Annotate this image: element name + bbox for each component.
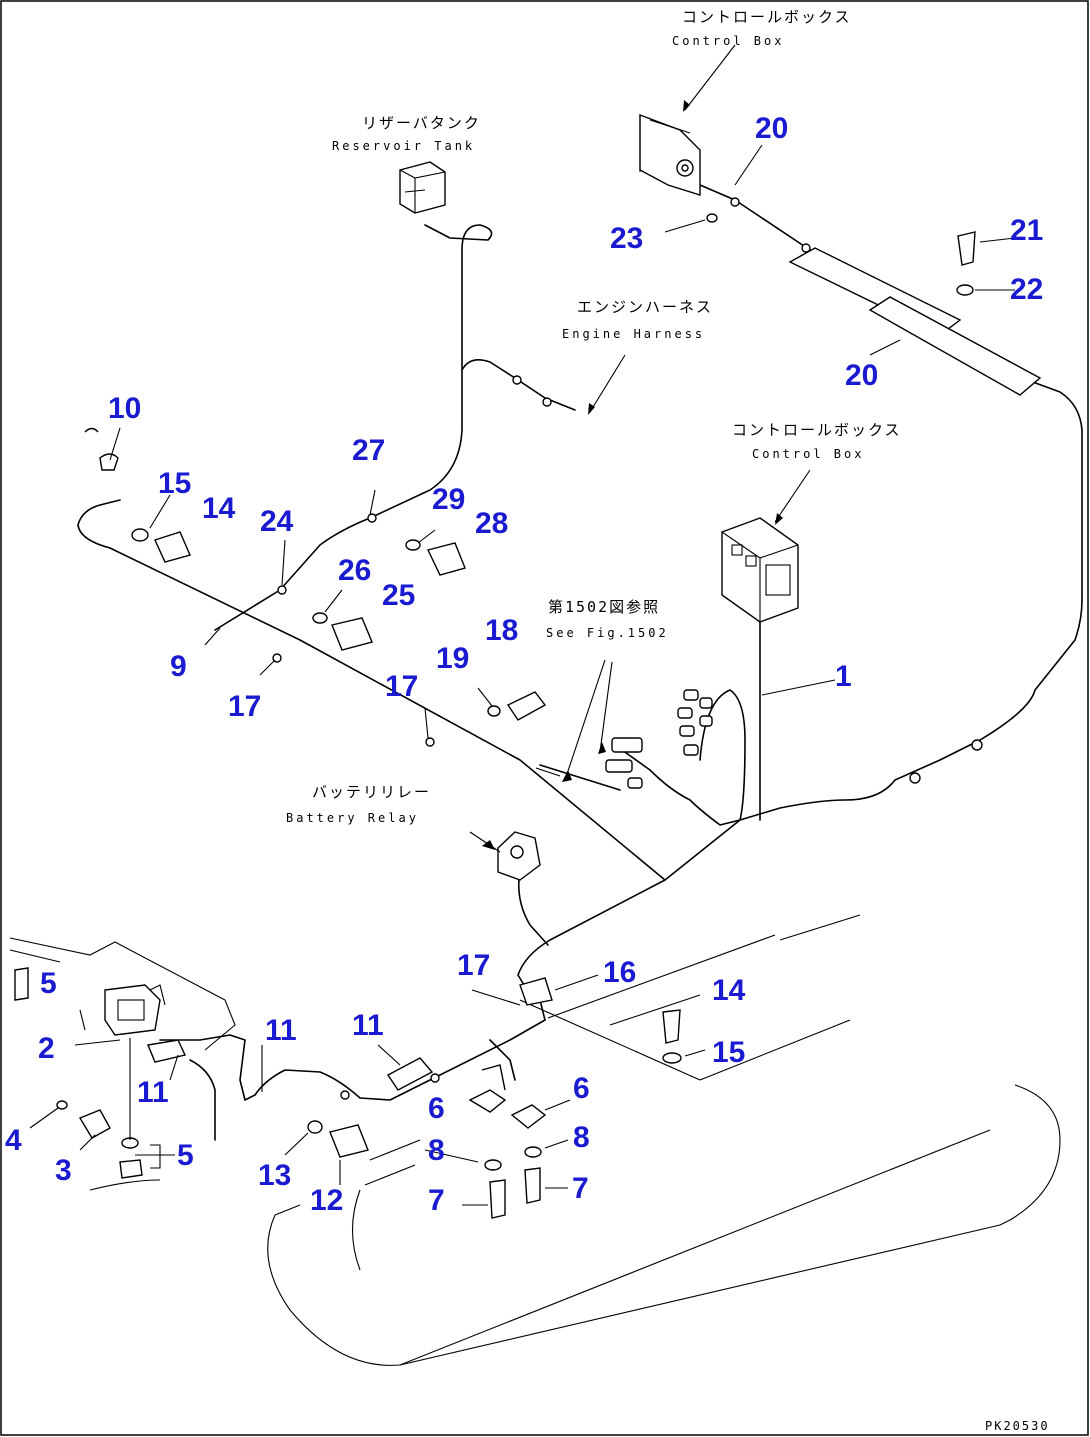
callout-numbers: 1 2 3 4 5 5 6 6 7 7 8 8 9 10 11 11 11 12… bbox=[5, 112, 1043, 1217]
leader-lines bbox=[29, 44, 1016, 1206]
label-engine-harness-jp: エンジンハーネス bbox=[577, 298, 713, 316]
callout-3: 3 bbox=[55, 1154, 72, 1187]
control-box-middle bbox=[721, 517, 799, 623]
callout-14-right: 14 bbox=[712, 974, 746, 1007]
track-frame-outline bbox=[267, 1084, 1061, 1366]
callout-23: 23 bbox=[610, 222, 643, 255]
label-control-box-upper-jp: コントロールボックス bbox=[682, 8, 852, 26]
callout-24: 24 bbox=[260, 505, 294, 538]
callout-13: 13 bbox=[258, 1159, 291, 1192]
callout-7-left: 7 bbox=[428, 1184, 445, 1217]
fasteners-left bbox=[56, 1038, 186, 1179]
callout-8-right: 8 bbox=[573, 1121, 590, 1154]
callout-16: 16 bbox=[603, 956, 636, 989]
wire-harness bbox=[77, 169, 1083, 1141]
control-box-upper bbox=[639, 113, 701, 196]
callout-28: 28 bbox=[475, 507, 508, 540]
bolts-and-washers bbox=[84, 213, 976, 1219]
callout-17-b: 17 bbox=[385, 670, 418, 703]
label-battery-relay-en: Battery Relay bbox=[286, 811, 419, 825]
callout-5-upper: 5 bbox=[40, 967, 57, 1000]
switch-box-left bbox=[14, 967, 166, 1036]
callout-14-upper: 14 bbox=[202, 492, 236, 525]
callout-20-lower: 20 bbox=[845, 359, 878, 392]
callout-18: 18 bbox=[485, 614, 518, 647]
callout-9: 9 bbox=[170, 650, 187, 683]
callout-27: 27 bbox=[352, 434, 385, 467]
label-see-fig-jp: 第1502図参照 bbox=[548, 598, 660, 616]
label-battery-relay-jp: バッテリリレー bbox=[312, 783, 431, 801]
arrowheads bbox=[482, 100, 783, 850]
callout-20-upper: 20 bbox=[755, 112, 788, 145]
callout-11-c: 11 bbox=[137, 1076, 169, 1109]
callout-10: 10 bbox=[108, 392, 141, 425]
callout-11-b: 11 bbox=[352, 1009, 384, 1042]
callout-15-right: 15 bbox=[712, 1036, 745, 1069]
machine-frame-outline bbox=[9, 914, 861, 1191]
connector-cluster bbox=[535, 689, 713, 789]
label-engine-harness-en: Engine Harness bbox=[562, 327, 705, 341]
callout-17-a: 17 bbox=[228, 690, 261, 723]
callout-2: 2 bbox=[38, 1032, 55, 1065]
callout-17-c: 17 bbox=[457, 949, 490, 982]
callout-19: 19 bbox=[436, 642, 469, 675]
callout-12: 12 bbox=[310, 1184, 343, 1217]
drawing-code: PK20530 bbox=[985, 1419, 1050, 1433]
callout-29: 29 bbox=[432, 483, 465, 516]
callout-1: 1 bbox=[835, 660, 852, 693]
label-reservoir-tank-en: Reservoir Tank bbox=[332, 139, 475, 153]
callout-15-upper: 15 bbox=[158, 467, 191, 500]
callout-6-left: 6 bbox=[428, 1092, 445, 1125]
harness-covers bbox=[386, 247, 1042, 1091]
callout-21: 21 bbox=[1010, 214, 1043, 247]
label-control-box-middle-jp: コントロールボックス bbox=[732, 421, 902, 439]
label-control-box-middle-en: Control Box bbox=[752, 447, 864, 461]
callout-7-right: 7 bbox=[572, 1172, 589, 1205]
label-control-box-upper-en: Control Box bbox=[672, 34, 784, 48]
label-see-fig-en: See Fig.1502 bbox=[546, 626, 669, 640]
callout-4: 4 bbox=[5, 1124, 22, 1157]
annotation-labels: コントロールボックス Control Box リザーバタンク Reservoir… bbox=[286, 8, 1050, 1433]
callout-8-left: 8 bbox=[428, 1134, 445, 1167]
callout-5-lower: 5 bbox=[177, 1139, 194, 1172]
callout-6-right: 6 bbox=[573, 1072, 590, 1105]
callout-22: 22 bbox=[1010, 273, 1043, 306]
callout-11-a: 11 bbox=[265, 1014, 297, 1047]
callout-25: 25 bbox=[382, 579, 415, 612]
callout-26: 26 bbox=[338, 554, 371, 587]
label-reservoir-tank-jp: リザーバタンク bbox=[362, 114, 481, 132]
reservoir-tank bbox=[399, 161, 446, 214]
battery-relay bbox=[497, 831, 541, 881]
